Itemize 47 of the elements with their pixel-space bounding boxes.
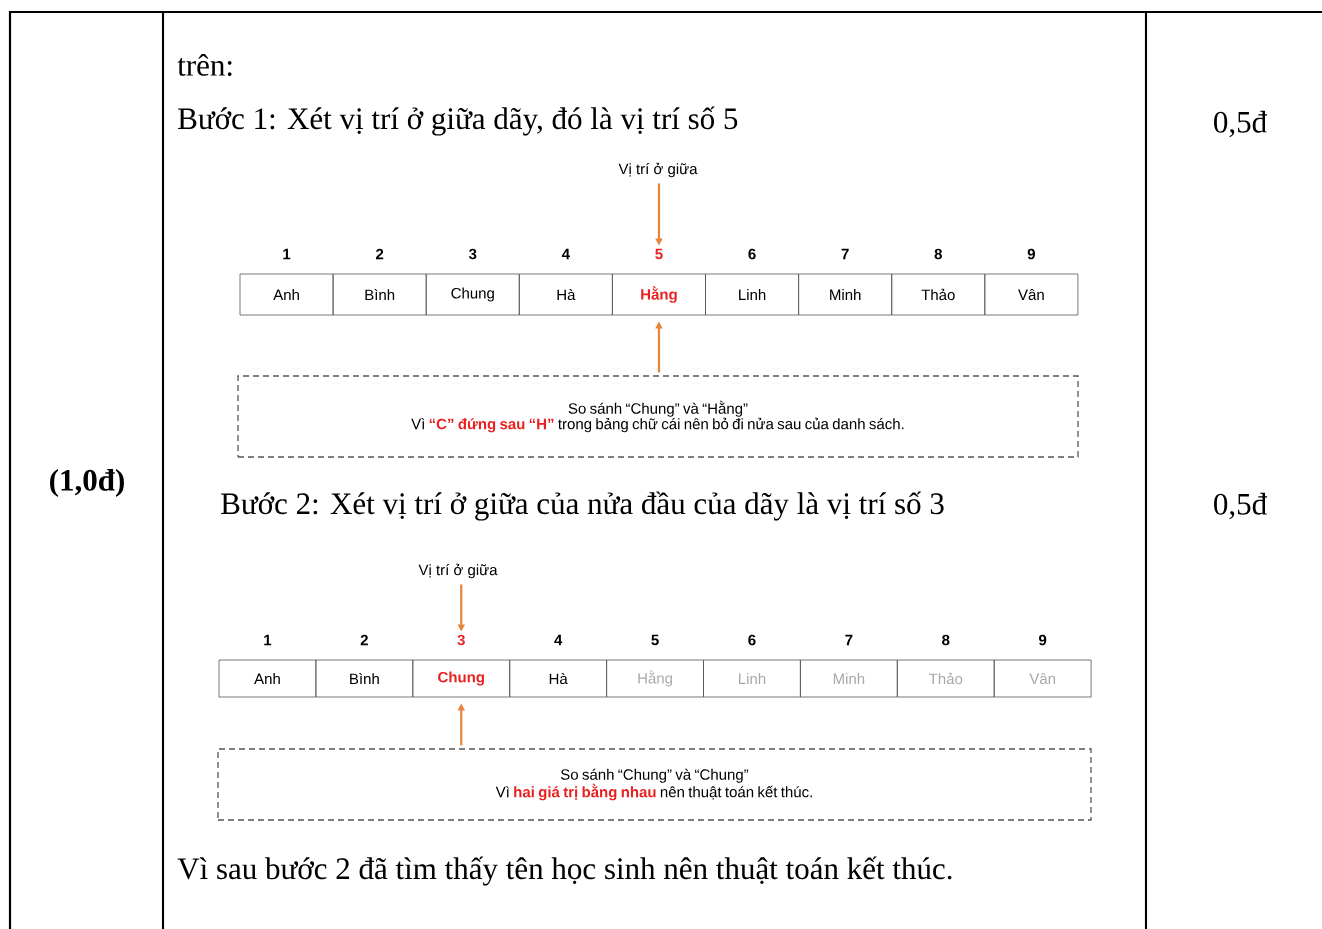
node-label: 9 bbox=[1027, 248, 1035, 260]
array-cell: Hà 4 bbox=[509, 634, 607, 698]
array-cell: Bình 2 bbox=[315, 634, 414, 698]
node-label: 1 bbox=[264, 634, 272, 646]
array-cell: Hà 4 bbox=[518, 248, 613, 316]
node-label: 4 bbox=[554, 634, 563, 646]
node-label: 2 bbox=[360, 634, 368, 646]
node-label: 5 bbox=[655, 248, 663, 260]
node-label: 2 bbox=[376, 248, 384, 260]
note-box: So sánh “Chung” và “Hằng” Vì “C” đứng sau “H” trong bảng chữ cái nên bỏ đi nửa sau của danh sách. bbox=[237, 375, 1079, 458]
note-box: So sánh “Chung” và “Chung” Vì hai giá trị bằng nhau nên thuật toán kết thúc. bbox=[217, 748, 1092, 821]
array-cell: Thảo 8 bbox=[891, 248, 986, 316]
node-label: 7 bbox=[841, 248, 849, 260]
node-label: 4 bbox=[561, 248, 570, 260]
node-label: 3 bbox=[468, 248, 477, 260]
node-label: 8 bbox=[942, 634, 950, 646]
node-label: 6 bbox=[748, 248, 756, 260]
node-label: 5 bbox=[651, 634, 659, 646]
array-cell: Hằng 5 bbox=[606, 634, 704, 698]
node-label: 9 bbox=[1039, 634, 1047, 646]
score-text: (1,0đ) bbox=[50, 468, 124, 498]
array-cell: Minh 7 bbox=[800, 634, 898, 698]
pointer-label: Vị trí ở giữa bbox=[418, 563, 498, 579]
node-label: 1 bbox=[283, 248, 291, 260]
conclusion-text: Vì sau bước 2 đã tìm thấy tên học sinh nên thuật toán kết thúc. bbox=[177, 856, 952, 886]
array-cell: Hằng 5 bbox=[612, 248, 706, 316]
node-label: 8 bbox=[934, 248, 942, 260]
step-text: Bước 2: Xét vị trí ở giữa của nửa đầu của dãy là vị trí số 3 bbox=[221, 491, 944, 521]
array-cell: Linh 6 bbox=[705, 248, 799, 316]
array-cell: Chung 3 bbox=[425, 248, 520, 316]
score-text: 0,5đ bbox=[1214, 492, 1268, 520]
node-label: 7 bbox=[845, 634, 853, 646]
score-text: 0,5đ bbox=[1214, 110, 1268, 138]
array-cell: Anh 1 bbox=[239, 248, 334, 316]
array-cell: Linh 6 bbox=[703, 634, 801, 698]
step-text: Bước 1: Xét vị trí ở giữa dãy, đó là vị trí số 5 bbox=[178, 106, 738, 136]
body-text: trên: bbox=[177, 54, 232, 76]
array-cell: Bình 2 bbox=[332, 248, 427, 316]
array-cell: Vân 9 bbox=[984, 248, 1079, 316]
array-cell: Thảo 8 bbox=[896, 634, 995, 698]
array-cell: Vân 9 bbox=[993, 634, 1092, 698]
pointer-label: Vị trí ở giữa bbox=[618, 162, 698, 178]
array-cell: Chung 3 bbox=[412, 634, 511, 698]
node-label: 6 bbox=[748, 634, 756, 646]
array-cell: Anh 1 bbox=[218, 634, 317, 698]
array-cell: Minh 7 bbox=[798, 248, 893, 316]
node-label: 3 bbox=[457, 634, 465, 646]
